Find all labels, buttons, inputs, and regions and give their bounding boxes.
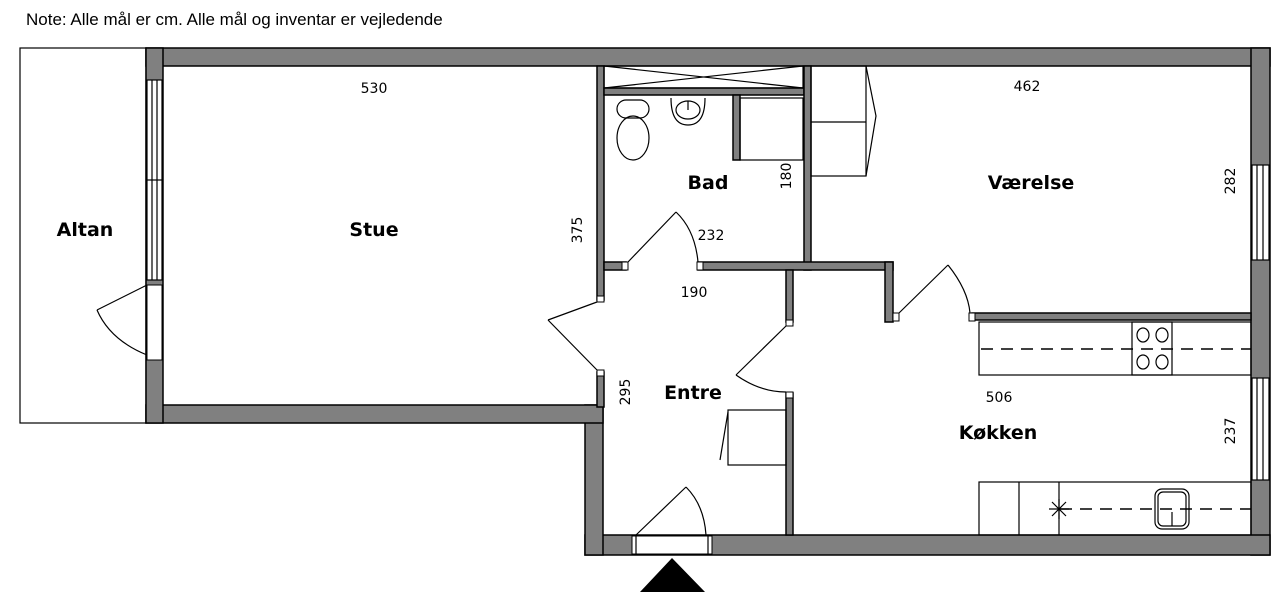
living-room-door[interactable] bbox=[547, 295, 605, 377]
dim-kokken-depth: 237 bbox=[1223, 418, 1239, 445]
windows bbox=[146, 79, 1270, 481]
dim-bad-depth: 180 bbox=[779, 163, 795, 190]
bath-closet bbox=[739, 97, 804, 161]
dishwasher-icon bbox=[1049, 499, 1069, 519]
room-label-entre: Entre bbox=[664, 382, 722, 404]
dim-kokken-width: 506 bbox=[986, 390, 1013, 406]
bathroom-door[interactable] bbox=[621, 211, 704, 271]
sink-icon bbox=[670, 97, 706, 126]
toilet-icon bbox=[616, 99, 650, 161]
kitchen-door[interactable] bbox=[735, 319, 794, 399]
dim-stue-width: 530 bbox=[361, 81, 388, 97]
bedroom-door[interactable] bbox=[892, 264, 976, 322]
room-label-bad: Bad bbox=[688, 172, 729, 194]
stove-icon bbox=[1136, 327, 1169, 370]
kitchen-counter-top bbox=[978, 321, 1252, 376]
dim-entre-width: 190 bbox=[681, 285, 708, 301]
dim-entre-depth: 295 bbox=[618, 379, 634, 406]
entre-cabinet bbox=[719, 409, 787, 466]
entrance-door[interactable] bbox=[631, 486, 713, 555]
entrance-arrow-icon bbox=[640, 558, 705, 592]
kitchen-sink-icon bbox=[1154, 488, 1190, 530]
dim-stue-depth: 375 bbox=[570, 217, 586, 244]
dim-vaerelse-depth: 282 bbox=[1223, 168, 1239, 195]
plan-note: Note: Alle mål er cm. Alle mål og invent… bbox=[26, 10, 443, 29]
room-label-altan: Altan bbox=[57, 219, 114, 241]
dim-vaerelse-width: 462 bbox=[1014, 79, 1041, 95]
room-label-vaerelse: Værelse bbox=[988, 172, 1075, 194]
outer-walls bbox=[145, 47, 1271, 556]
kitchen-counter-bottom bbox=[978, 481, 1252, 536]
room-label-kokken: Køkken bbox=[959, 422, 1038, 444]
balcony-door[interactable] bbox=[96, 284, 163, 361]
room-label-stue: Stue bbox=[349, 219, 398, 241]
wardrobe bbox=[810, 65, 877, 177]
shower bbox=[603, 65, 804, 89]
dim-bad-width: 232 bbox=[698, 228, 725, 244]
